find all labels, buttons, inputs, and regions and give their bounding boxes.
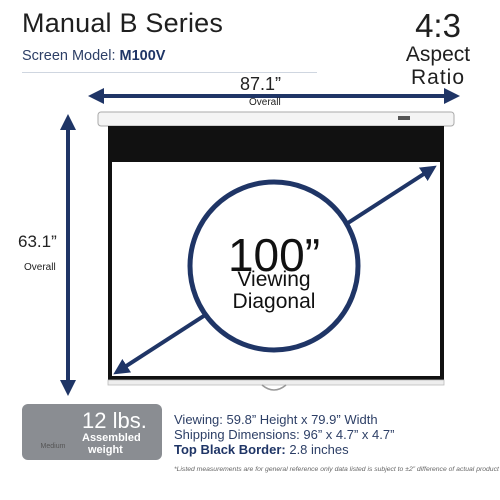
screen-model: Screen Model: M100V: [22, 48, 165, 64]
title-divider: [22, 72, 317, 73]
weight-value: 12 lbs.: [82, 408, 147, 433]
diagonal-size: 100”: [227, 229, 321, 281]
pull-handle: [261, 384, 287, 391]
disclaimer: *Listed measurements are for general ref…: [174, 466, 499, 473]
weight-sub2: weight: [88, 444, 123, 456]
spec-viewing-value: 59.8” Height x 79.9” Width: [226, 412, 378, 427]
spec-shipping-label: Shipping Dimensions:: [174, 427, 300, 442]
weight-badge: [22, 404, 162, 460]
height-sub: Overall: [24, 262, 56, 273]
case-logo: [398, 116, 410, 120]
aspect-ratio-value: 4:3: [415, 7, 461, 44]
diagonal-line1: Viewing: [237, 268, 311, 291]
page-title: Manual B Series: [22, 8, 224, 38]
screen-bottom-bar: [107, 379, 445, 386]
diagonal-circle: [187, 179, 361, 353]
spec-shipping-value: 96” x 4.7” x 4.7”: [303, 427, 395, 442]
screen-model-label: Screen Model:: [22, 48, 116, 64]
width-sub: Overall: [249, 97, 281, 108]
spec-border-value: 2.8 inches: [289, 442, 349, 457]
spec-shipping: Shipping Dimensions: 96” x 4.7” x 4.7”: [174, 427, 394, 442]
diagonal-line2: Diagonal: [232, 290, 316, 313]
spec-border: Top Black Border: 2.8 inches: [174, 442, 349, 457]
height-value: 63.1”: [18, 232, 57, 251]
spec-border-label: Top Black Border:: [174, 442, 286, 457]
spec-viewing: Viewing: 59.8” Height x 79.9” Width: [174, 412, 378, 427]
aspect-ratio-badge: 4:3 Aspect Ratio: [392, 8, 484, 90]
kettlebell-label: Medium: [40, 443, 66, 450]
width-value: 87.1”: [240, 74, 282, 94]
spec-viewing-label: Viewing:: [174, 412, 223, 427]
aspect-ratio-word2: Ratio: [410, 66, 466, 89]
weight-sub1: Assembled: [82, 432, 141, 444]
screen-model-value: M100V: [119, 48, 166, 64]
aspect-ratio-word1: Aspect: [405, 43, 471, 66]
